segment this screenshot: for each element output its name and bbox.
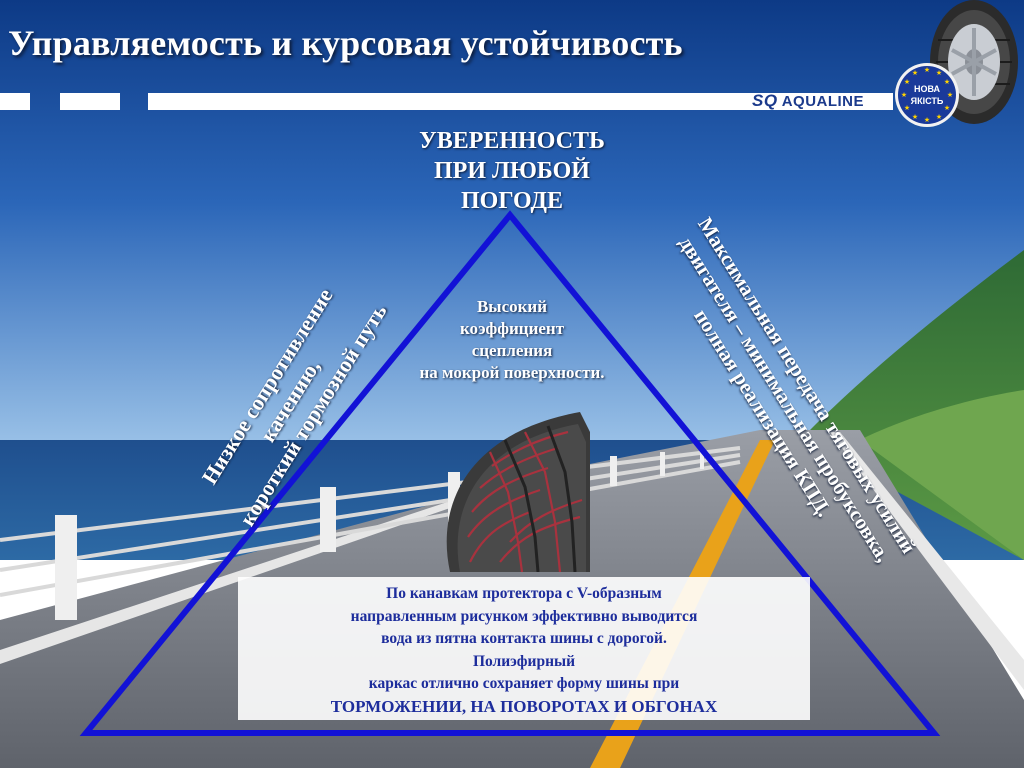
inner-line: сцепления xyxy=(471,341,553,360)
apex-line: ПОГОДЕ xyxy=(461,188,563,214)
badge-line-2: ЯКІСТЬ xyxy=(910,96,944,106)
svg-text:★: ★ xyxy=(944,104,950,112)
apex-line: УВЕРЕННОСТЬ xyxy=(419,128,605,154)
brand-name: AQUALINE xyxy=(781,93,865,110)
svg-text:★: ★ xyxy=(912,69,918,77)
quality-badge: ★★★ ★★★ ★★★ ★★★ НОВА ЯКІСТЬ xyxy=(894,62,960,128)
slide-title: Управляемость и курсовая устойчивость xyxy=(8,23,683,63)
svg-text:★: ★ xyxy=(912,113,918,121)
svg-text:★: ★ xyxy=(924,66,930,74)
header-stripe-2 xyxy=(60,93,120,110)
header-stripe-3 xyxy=(148,93,893,110)
inner-text: Высокий коэффициент сцепления на мокрой … xyxy=(360,296,664,384)
badge-line-1: НОВА xyxy=(913,84,941,94)
svg-text:★: ★ xyxy=(901,91,907,99)
info-box: По канавкам протектора с V-образным напр… xyxy=(238,577,810,720)
svg-text:★: ★ xyxy=(936,113,942,121)
inner-line: Высокий xyxy=(476,297,548,316)
inner-line: коэффициент xyxy=(459,319,565,338)
apex-line: ПРИ ЛЮБОЙ xyxy=(434,158,590,184)
svg-text:★: ★ xyxy=(947,91,953,99)
svg-text:★: ★ xyxy=(924,116,930,124)
info-line: По канавкам протектора с V-образным xyxy=(386,585,662,602)
svg-text:★: ★ xyxy=(904,104,910,112)
inner-line: на мокрой поверхности. xyxy=(419,363,605,382)
svg-text:★: ★ xyxy=(936,69,942,77)
info-line: ТОРМОЖЕНИИ, НА ПОВОРОТАХ И ОБГОНАХ xyxy=(330,696,718,716)
info-line: каркас отлично сохраняет форму шины при xyxy=(368,675,680,692)
info-line: вода из пятна контакта шины с дорогой. xyxy=(381,630,667,647)
header-stripe-1 xyxy=(0,93,30,110)
svg-text:★: ★ xyxy=(944,78,950,86)
info-line: направленным рисунком эффективно выводит… xyxy=(350,607,698,625)
tire-tread-icon xyxy=(446,412,590,572)
badge-seal-icon: ★★★ ★★★ ★★★ ★★★ xyxy=(895,63,959,127)
brand-logo: SQ AQUALINE xyxy=(752,90,864,112)
apex-heading: УВЕРЕННОСТЬ ПРИ ЛЮБОЙ ПОГОДЕ xyxy=(362,126,662,216)
info-line: Полиэфирный xyxy=(472,652,576,670)
svg-text:★: ★ xyxy=(904,78,910,86)
brand-mark: SQ xyxy=(752,91,778,110)
